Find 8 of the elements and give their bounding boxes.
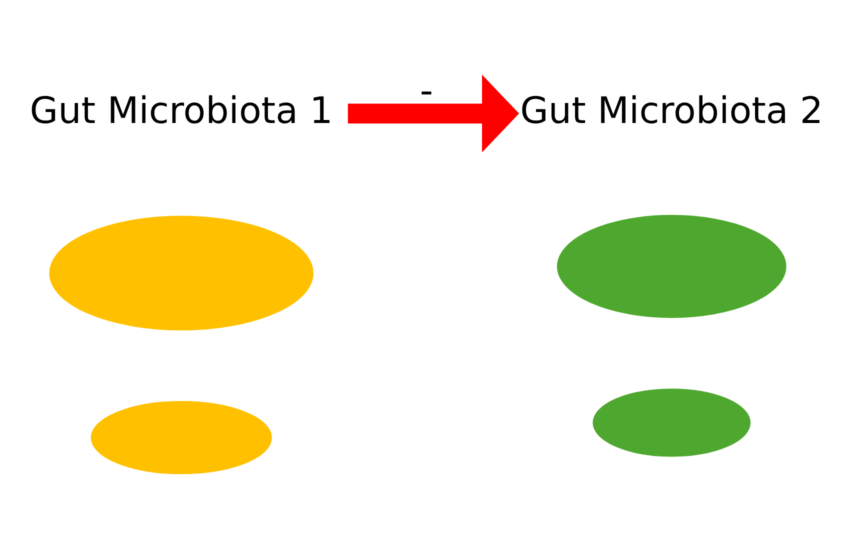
node-ellipse bbox=[90, 400, 272, 474]
node-text: Gut Microbiota 1 bbox=[30, 88, 333, 132]
node-text: Gut Microbiota 2 bbox=[520, 88, 824, 132]
node-ellipse bbox=[556, 214, 786, 318]
node-ellipse bbox=[49, 215, 314, 330]
node-ellipse bbox=[592, 388, 751, 456]
arrow bbox=[348, 74, 520, 152]
edge-label: - bbox=[420, 68, 434, 112]
